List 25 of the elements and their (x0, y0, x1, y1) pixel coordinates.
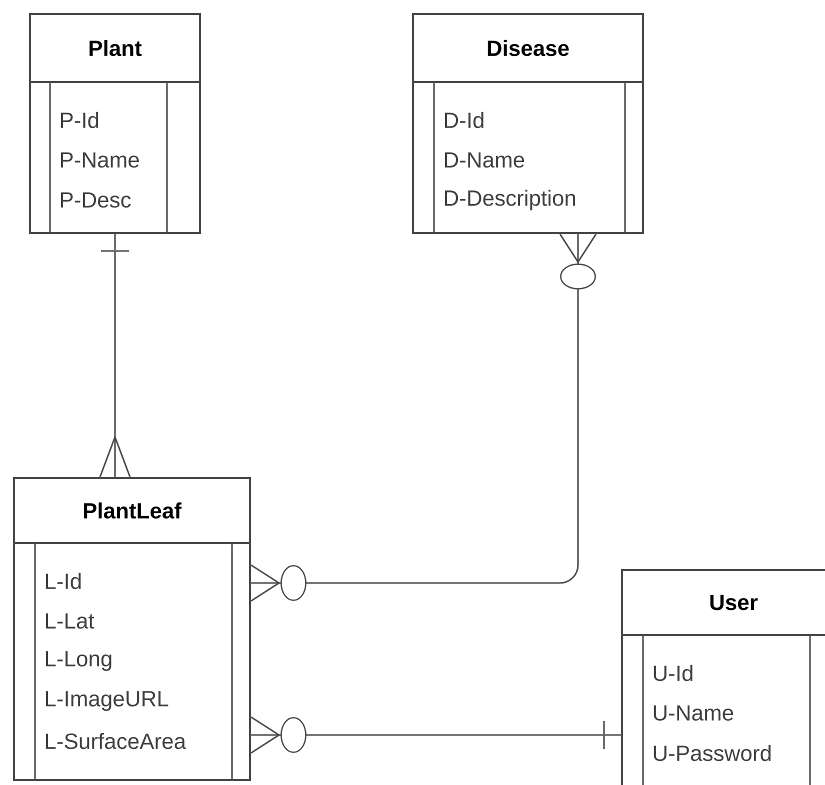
entity-box (412, 13, 644, 234)
attribute-text: U-Name (654, 705, 734, 721)
entity-box (13, 477, 251, 781)
attribute-text: P-Name (61, 152, 139, 168)
entity-box (621, 569, 825, 785)
attribute-text: D-Name (445, 152, 524, 168)
relationship-line (99, 233, 131, 478)
attribute-text: L-Id (46, 572, 81, 590)
attribute-text: D-Id (445, 112, 484, 128)
relationship-line (250, 716, 622, 754)
attribute-text: U-Id (654, 664, 692, 682)
attribute-text: D-Description (445, 190, 575, 210)
attribute-text: L-ImageURL (46, 691, 168, 711)
attribute-text: L-Lat (46, 613, 94, 629)
attribute-text: U-Password (654, 744, 771, 762)
attribute-text: P-Id (61, 112, 98, 128)
entity-name: Plant (90, 40, 142, 56)
entity-name: User (710, 594, 758, 610)
attribute-text: L-SurfaceArea (46, 732, 186, 750)
entity-box (29, 13, 201, 234)
attribute-text: L-Long (46, 651, 112, 671)
entity-name: Disease (488, 40, 569, 56)
attribute-text: P-Desc (61, 192, 131, 208)
entity-name: PlantLeaf (84, 502, 182, 519)
relationship-line (250, 233, 597, 602)
